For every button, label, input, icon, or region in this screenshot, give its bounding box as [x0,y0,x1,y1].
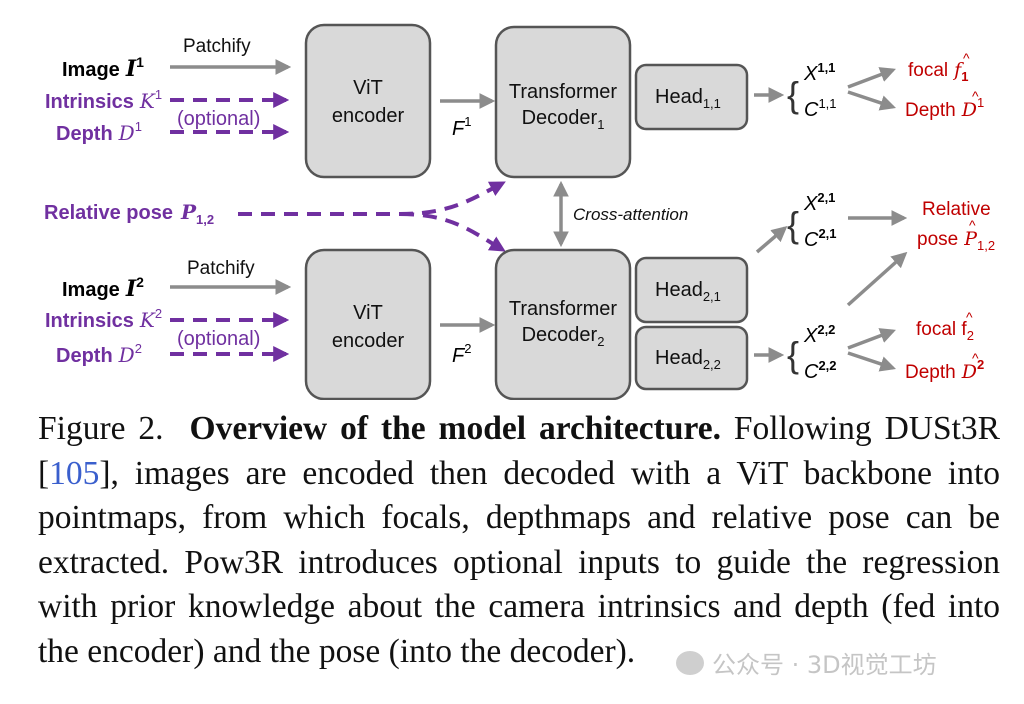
relative-pose-dashed-arrow-up [238,181,506,216]
patchify-label-2: Patchify [187,258,255,279]
decoder-1-label-line1: Transformer [509,81,618,103]
feature-2-label: F2 [452,341,471,367]
decoder-2-label-line1: Transformer [509,298,618,320]
transformer-decoder-1-box [494,25,632,179]
f2-hat: ^ [966,309,973,325]
figure-caption: Figure 2. Overview of the model architect… [38,407,1000,675]
vit-encoder-1-label-line2: encoder [332,105,405,127]
head-2-1-label: Head2,1 [655,279,721,304]
vit-encoder-2-label-line2: encoder [332,330,405,352]
head-1-1-box [634,63,749,131]
f1-hat: ^ [963,50,970,66]
figure-number: Figure 2. [38,410,164,447]
focal-2-output: focal f2 [916,319,974,343]
c21-label: C2,1 [804,226,837,251]
cross-attention-label: Cross-attention [573,205,688,224]
to-depth-1-arrow [847,90,896,111]
watermark: 公众号 · 3D视觉工坊 [676,645,937,680]
d2-hat: ^ [972,350,979,366]
to-focal-2-arrow [847,328,896,350]
output-brace-3: { [787,334,799,375]
caption-text-1: Following DUSt3R [ [38,410,1000,492]
citation-link[interactable]: 105 [49,454,100,492]
figure-title: Overview of the model architecture. [189,410,721,447]
output-brace-1: { [787,74,799,115]
to-depth-2-arrow [847,351,896,372]
to-relative-pose-arrow-2 [846,251,908,307]
transformer-decoder-2-box [494,248,632,400]
relative-pose-dashed-arrow-down [399,212,506,252]
x22-label: X2,2 [803,322,835,347]
x11-label: X1,1 [803,60,835,85]
wechat-logo-icon [676,650,704,675]
output-brace-2: { [787,204,799,245]
d1-hat: ^ [972,88,979,104]
vit-encoder-1-label-line1: ViT [353,77,383,99]
head-2-1-output-arrow [755,225,788,254]
vit-encoder-1-box [304,23,432,179]
feature-1-label: F1 [452,114,471,140]
head-2-1-box [634,256,749,324]
to-focal-1-arrow [847,67,896,89]
head-2-2-box [634,325,749,391]
patchify-label-1: Patchify [183,36,251,57]
caption-text-2: ], images are encoded then decoded with … [38,454,1000,670]
head-2-2-label: Head2,2 [655,347,721,372]
x21-label: X2,1 [803,190,835,215]
watermark-text: 公众号 · 3D视觉工坊 [712,651,937,679]
vit-encoder-2-label-line1: ViT [353,302,383,324]
decoder-2-label-line2: Decoder2 [522,324,605,349]
c22-label: C2,2 [804,358,837,383]
head-1-1-label: Head1,1 [655,86,721,111]
decoder-1-label-line2: Decoder1 [522,107,605,132]
vit-encoder-2-box [304,248,432,400]
optional-label-1: (optional) [177,108,260,130]
c11-label: C1,1 [804,96,837,121]
p12-hat: ^ [969,217,976,233]
relative-pose-output-line1: Relative [922,199,991,220]
optional-label-2: (optional) [177,328,260,350]
